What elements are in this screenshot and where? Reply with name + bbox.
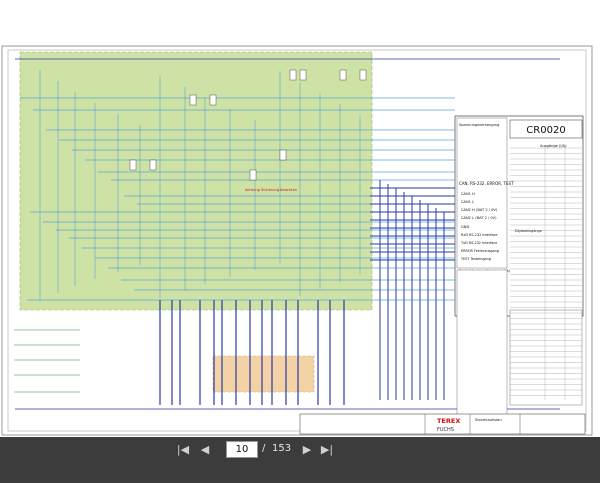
prev-page-button[interactable]: ◀ [200,443,210,456]
doc-title: Stromlaufplan [475,417,502,422]
schematic-page: CR0020 Spannungsversorgung CAN, RS-232, … [0,0,600,437]
power-section-heading: Spannungsversorgung [459,123,499,127]
can-line-2: CAN1 L [461,200,474,204]
component-symbol [289,69,297,81]
component-symbol [209,94,217,106]
next-page-button[interactable]: ▶ [302,443,312,456]
serial-line-2: TxD RS-232 Interface [460,241,497,245]
controller-label: CR0020 [526,125,565,136]
gnd-label: GND [461,225,469,229]
inputs-heading-left: Digitaleingänge [515,229,542,233]
serial-line-4: TEST Testeingang [460,257,491,261]
outputs-heading: Ausgänge (I/A) [540,144,567,148]
can-line-1: CAN1 H [461,192,475,196]
red-note: Achtung Sicherung beachten [245,188,297,192]
page-total: 153 [272,443,292,454]
component-symbol [299,69,307,81]
title-block [299,413,586,435]
component-symbol [339,69,347,81]
pdf-viewer-toolbar: |◀ ◀ 10 / 153 ▶ ▶| [0,437,600,483]
page-separator: / [262,443,266,454]
serial-line-3: ERROR Fehlerausgang [461,249,499,253]
can-line-3: CAN2 H (BAT 2 / 0V) [461,208,498,212]
can-line-4: CAN2 L (BAT 2 / 0V) [461,216,497,220]
component-symbol [249,169,257,181]
highlight-zone-orange [212,355,315,393]
schematic-drawing: CR0020 Spannungsversorgung CAN, RS-232, … [1,45,593,436]
component-symbol [149,159,157,171]
first-page-button[interactable]: |◀ [176,443,190,456]
highlight-zone-green [19,51,373,311]
page-number-input[interactable]: 10 [226,441,258,458]
sub-brand: FUCHS [437,427,454,433]
serial-line-1: RxD RS-232 Interface [461,233,498,237]
can-heading: CAN, RS-232, ERROR, TEST [459,181,514,186]
component-symbol [279,149,287,161]
last-page-button[interactable]: ▶| [320,443,334,456]
brand-logo: TEREX [437,417,460,425]
component-symbol [129,159,137,171]
component-symbol [189,94,197,106]
component-symbol [359,69,367,81]
